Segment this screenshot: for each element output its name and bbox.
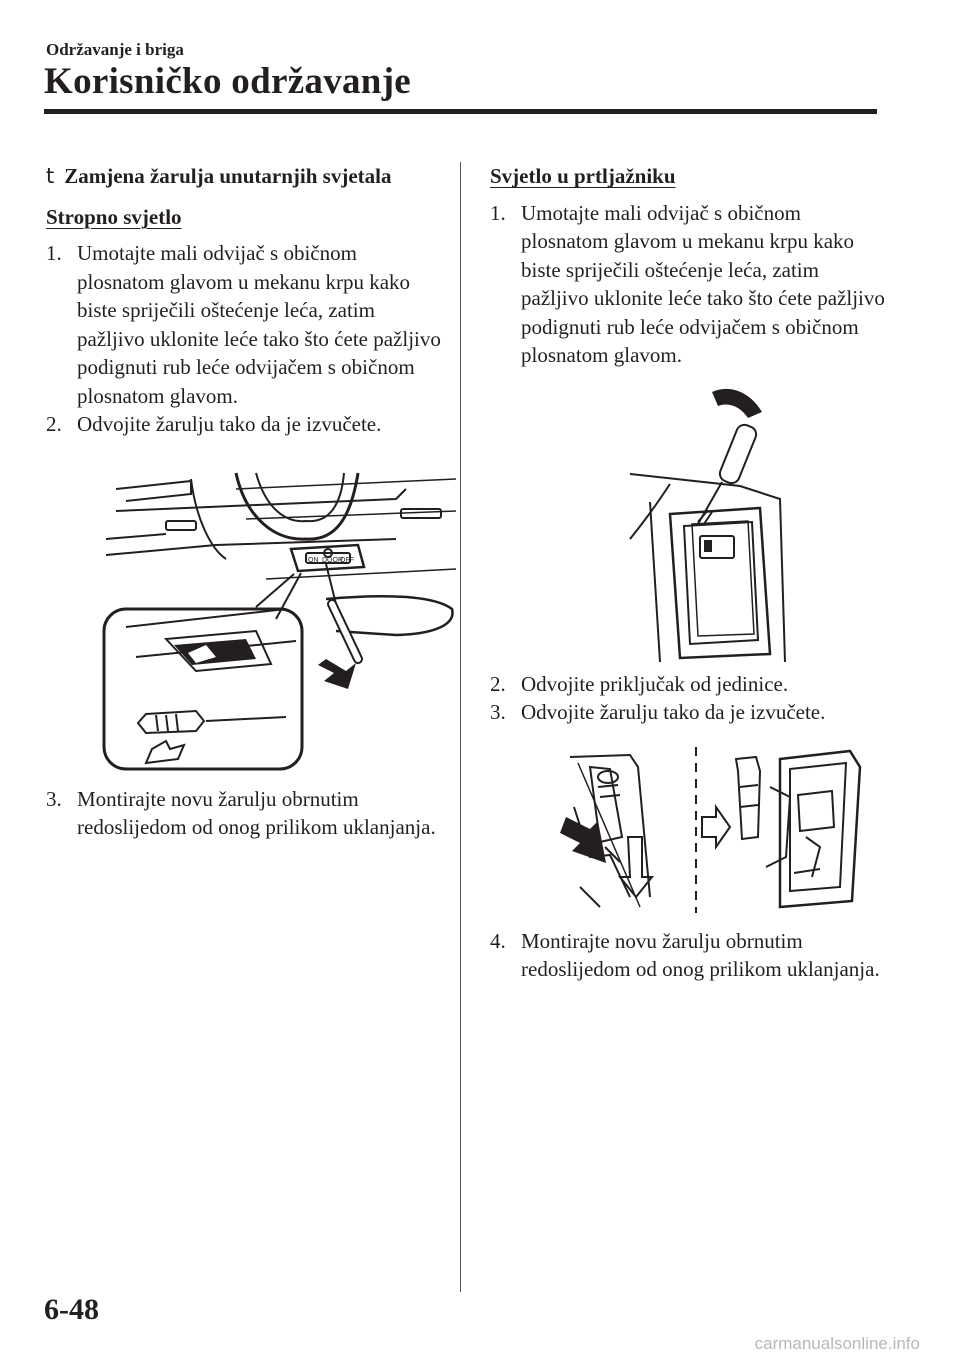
section-heading: t Zamjena žarulja unutarnjih svjetala	[46, 162, 446, 191]
step-item: 3. Odvojite žarulju tako da je izvučete.	[490, 698, 890, 727]
step-number: 1.	[490, 200, 506, 225]
subheading-trunk-light: Svjetlo u prtljažniku	[490, 164, 676, 188]
title-rule	[44, 109, 877, 114]
step-text: Odvojite priključak od jedinice.	[521, 671, 789, 696]
step-text: Umotajte mali odvijač s običnom plosnato…	[77, 241, 441, 408]
trunk-bulb-replacement-illustration	[560, 746, 862, 913]
switch-label-on: ON	[308, 557, 319, 564]
steps-trunk-c: 4. Montirajte novu žarulju obrnutim redos…	[490, 927, 890, 984]
step-item: 1. Umotajte mali odvijač s običnom plosna…	[490, 199, 890, 370]
step-text: Montirajte novu žarulju obrnutim redosli…	[521, 928, 880, 982]
step-text: Umotajte mali odvijač s običnom plosnato…	[521, 200, 885, 368]
step-item: 1. Umotajte mali odvijač s običnom plosna…	[46, 239, 446, 410]
step-item: 2. Odvojite priključak od jedinice.	[490, 670, 890, 699]
step-number: 2.	[46, 412, 62, 436]
step-text: Odvojite žarulju tako da je izvučete.	[77, 412, 382, 436]
trunk-light-removal-illustration	[629, 388, 786, 662]
page-title: Korisničko održavanje	[44, 61, 412, 102]
right-column: Svjetlo u prtljažniku 1. Umotajte mali od…	[490, 162, 890, 984]
page-number: 6-48	[44, 1293, 99, 1326]
switch-label-door: DOOR	[322, 557, 343, 564]
left-column: t Zamjena žarulja unutarnjih svjetala St…	[46, 162, 457, 842]
step-number: 3.	[490, 700, 506, 724]
step-number: 3.	[46, 786, 62, 811]
switch-label-off: OFF	[340, 557, 354, 564]
step-item: 4. Montirajte novu žarulju obrnutim redos…	[490, 927, 890, 984]
step-number: 1.	[46, 241, 62, 265]
bullet-marker: t	[46, 164, 55, 188]
step-number: 2.	[490, 671, 506, 696]
section-heading-text: Zamjena žarulja unutarnjih svjetala	[64, 164, 392, 188]
section-label: Održavanje i briga	[46, 40, 184, 59]
step-item: 2. Odvojite žarulju tako da je izvučete.	[46, 410, 446, 439]
step-item: 3. Montirajte novu žarulju obrnutim redos…	[46, 785, 446, 842]
watermark: carmanualsonline.info	[754, 1334, 920, 1353]
steps-ceiling-b: 3. Montirajte novu žarulju obrnutim redos…	[46, 785, 446, 842]
column-divider	[460, 162, 461, 1292]
steps-trunk-b: 2. Odvojite priključak od jedinice. 3. Odv…	[490, 670, 890, 727]
subheading-ceiling-light: Stropno svjetlo	[46, 204, 182, 229]
ceiling-light-illustration: ON DOOR OFF	[102, 472, 457, 770]
steps-ceiling-a: 1. Umotajte mali odvijač s običnom plosna…	[46, 239, 446, 439]
steps-trunk-a: 1. Umotajte mali odvijač s običnom plosna…	[490, 199, 890, 370]
switch-labels: ON DOOR OFF	[308, 557, 354, 564]
step-number: 4.	[490, 928, 506, 953]
step-text: Odvojite žarulju tako da je izvučete.	[521, 700, 826, 724]
step-text: Montirajte novu žarulju obrnutim redosli…	[77, 786, 436, 840]
